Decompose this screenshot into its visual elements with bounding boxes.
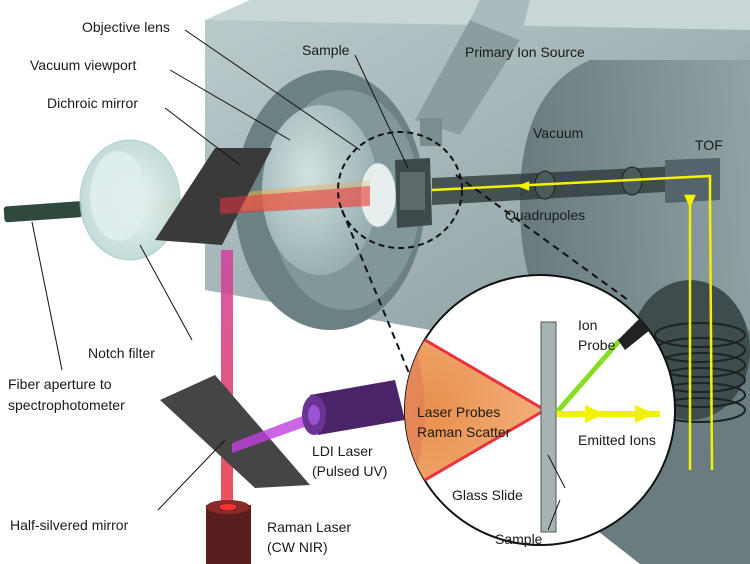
inset-label-laser-probes-1: Laser Probes xyxy=(417,404,500,420)
label-objective-lens: Objective lens xyxy=(82,19,170,35)
label-sample-top: Sample xyxy=(302,42,350,58)
inset-label-ion-1: Ion xyxy=(578,317,597,333)
label-half-silvered-mirror: Half-silvered mirror xyxy=(10,517,129,533)
label-vacuum-viewport: Vacuum viewport xyxy=(30,57,136,73)
callout-region xyxy=(337,131,629,396)
tof-detector xyxy=(665,158,720,203)
label-raman-laser-2: (CW NIR) xyxy=(267,539,328,555)
label-dichroic-mirror: Dichroic mirror xyxy=(47,95,138,111)
raman-laser xyxy=(206,500,251,564)
ldi-laser xyxy=(302,380,405,435)
label-ldi-laser-1: LDI Laser xyxy=(312,443,373,459)
label-notch-filter: Notch filter xyxy=(88,345,155,361)
label-vacuum: Vacuum xyxy=(533,125,583,141)
inset-label-sample: Sample xyxy=(495,531,543,547)
labels: Objective lens Sample Vacuum viewport Pr… xyxy=(8,19,723,555)
label-fiber-aperture-2: spectrophotometer xyxy=(8,397,125,413)
ion-probe xyxy=(618,318,650,350)
inset-label-ion-2: Probe xyxy=(578,337,616,353)
label-primary-ion-source: Primary Ion Source xyxy=(465,44,585,60)
label-quadrupoles: Quadrupoles xyxy=(505,207,585,223)
glass-slide xyxy=(540,321,557,533)
label-fiber-aperture-1: Fiber aperture to xyxy=(8,376,112,392)
ldi-beam xyxy=(232,415,310,453)
primary-ion-source xyxy=(415,0,530,146)
label-ldi-laser-2: (Pulsed UV) xyxy=(312,463,387,479)
notch-filter xyxy=(79,139,181,261)
ion-beam xyxy=(431,174,714,471)
sample-holder xyxy=(395,158,432,228)
label-tof: TOF xyxy=(695,137,723,153)
ion-probe-beam xyxy=(555,338,622,414)
dichroic-mirror xyxy=(155,148,272,245)
leader-lines xyxy=(31,29,566,531)
inset-label-glass-slide: Glass Slide xyxy=(452,487,523,503)
half-silvered-mirror xyxy=(160,375,310,488)
inset-label-emitted-ions: Emitted Ions xyxy=(578,432,656,448)
raman-beam-vertical xyxy=(221,250,233,505)
raman-beam-horizontal xyxy=(220,186,370,214)
inset-labels: Ion Probe Laser Probes Raman Scatter Emi… xyxy=(417,317,656,547)
scatter-cone xyxy=(405,330,545,490)
inset-label-laser-probes-2: Raman Scatter xyxy=(417,424,511,440)
inset-view xyxy=(404,274,676,546)
label-raman-laser-1: Raman Laser xyxy=(267,519,351,535)
fiber-aperture xyxy=(3,201,83,223)
